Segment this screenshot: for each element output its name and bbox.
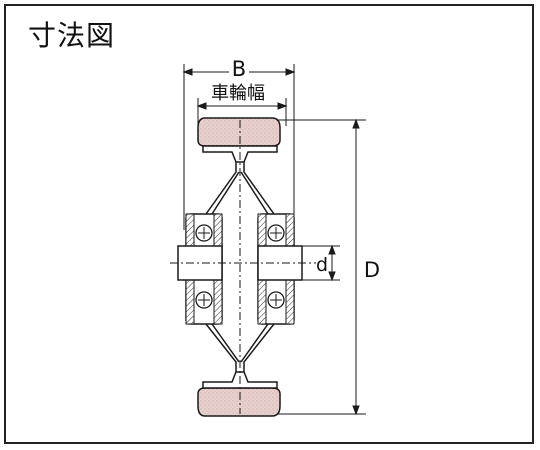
label-B: B [232, 57, 246, 81]
dimension-D [278, 118, 366, 416]
tire-top [197, 117, 281, 147]
tire-bottom [197, 387, 281, 417]
diagram-title: 寸法図 [28, 19, 116, 52]
dimension-wheel-width [196, 98, 288, 126]
hub-left [177, 213, 223, 325]
dimension-d [302, 244, 340, 282]
center-lines [170, 120, 316, 414]
wheel-disc [205, 162, 275, 372]
label-wheel-width: 車輪幅 [211, 83, 265, 104]
label-D: D [364, 258, 380, 282]
label-d: d [316, 254, 328, 276]
